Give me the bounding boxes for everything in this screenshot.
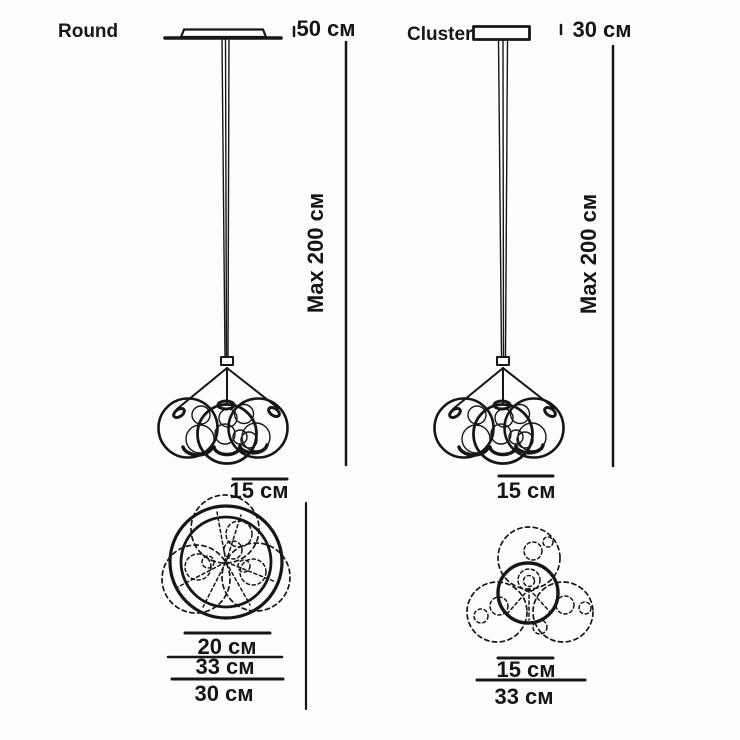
round-dimension-lines [231,25,348,481]
round-suspension-cables [221,38,230,358]
cluster-dimension-lines [497,23,615,478]
cluster-suspension-cables [497,39,509,358]
cluster-topview-dimension-2: 33 см [494,684,554,709]
round-fixture-drawing [156,25,348,711]
round-topview-dimension-1: 20 см [197,634,257,659]
cluster-globe-diameter-label: 15 см [496,478,556,503]
round-max-drop-label: Max 200 см [303,192,328,314]
cluster-fixture-drawing [432,23,615,682]
round-globe-diameter-label: 15 см [229,478,289,503]
round-top-view [161,494,291,620]
cluster-canopy-width-label: 30 см [572,17,632,42]
cluster-top-view [466,526,594,643]
cluster-max-drop-label: Max 200 см [576,193,601,315]
round-canopy-width-label: 50 см [296,16,356,41]
cluster-fixture-label: Cluster [407,24,473,45]
round-fixture-label: Round [58,21,119,42]
cluster-topview-dimension-1: 15 см [496,657,556,682]
round-canopy [163,28,283,40]
round-topview-dimension-3: 30 см [194,681,254,706]
round-topview-dimension-2: 33 см [195,654,255,679]
cluster-globe-cluster [432,355,566,466]
round-top-view-dimension-lines [166,501,308,711]
cluster-canopy [472,25,531,41]
cluster-top-view-dimension-lines [475,656,587,682]
round-globe-cluster [156,355,290,466]
